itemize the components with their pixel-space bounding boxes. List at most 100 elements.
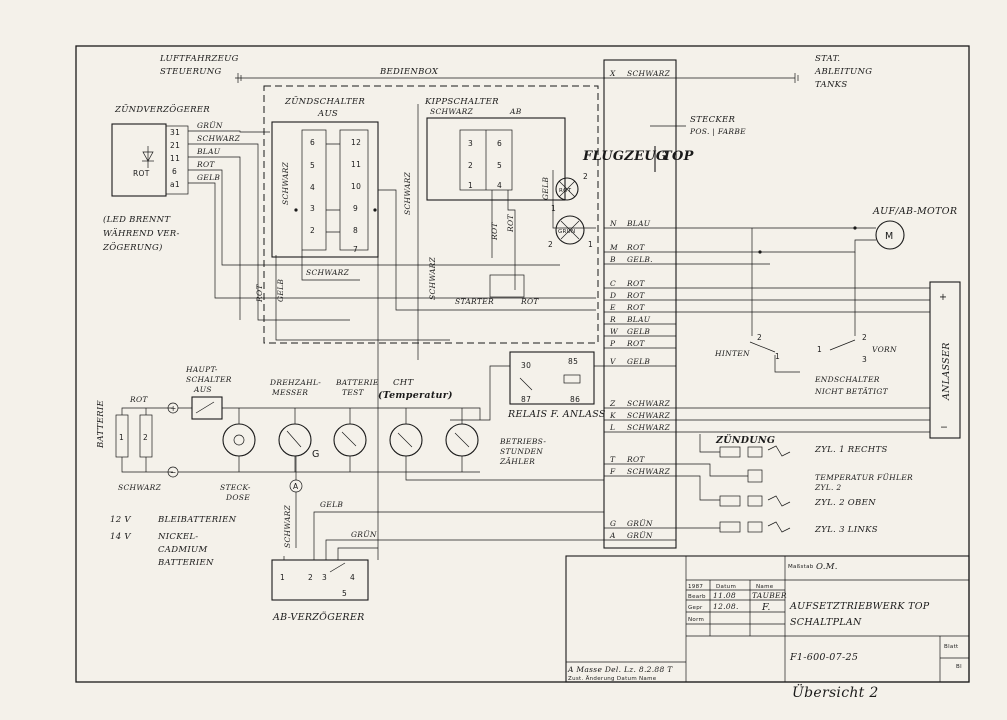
ks-pin-2: 2 [468, 161, 473, 170]
ab-pin: 3 [322, 573, 327, 582]
ks-pin-4: 4 [497, 181, 502, 190]
zv-wire-gelb: GELB [197, 173, 220, 182]
norm-label: Norm [688, 617, 704, 623]
ks-pin-3: 3 [468, 139, 473, 148]
steuerung-label: STEUERUNG [160, 67, 222, 77]
steckdose-symbol [222, 423, 256, 457]
connector-pin-pos: A [609, 531, 616, 540]
zs-pin-8: 8 [353, 226, 358, 235]
luftfahrzeug-label: LUFTFAHRZEUG [159, 54, 239, 64]
es-pin: 2 [862, 333, 867, 342]
flugzeug-label: FLUGZEUG [582, 149, 667, 164]
bearb-name: TAUBER [752, 591, 787, 600]
wire-schwarz-v1: SCHWARZ [281, 161, 290, 205]
ks-pin-6: 6 [497, 139, 502, 148]
spark-plug-group [676, 434, 791, 533]
anlasser-label: ANLASSER [941, 342, 952, 401]
kippschalter-ab: AB [509, 107, 522, 116]
zs-pin-9: 9 [353, 204, 358, 213]
svg-text:−: − [170, 468, 177, 477]
hauptschalter-1: HAUPT- [185, 365, 218, 374]
steckdose-2: DOSE [225, 493, 250, 502]
hauptschalter-3: AUS [193, 385, 212, 394]
col-name: Name [756, 584, 774, 590]
connector-pin-pos: R [609, 315, 616, 324]
starter-label: STARTER [455, 297, 494, 306]
zyl2-label: ZYL. 2 OBEN [814, 498, 876, 508]
g-label: G [312, 449, 320, 460]
zs-pin-10: 10 [351, 182, 361, 191]
blatt-label: Blatt [944, 644, 959, 650]
batt-test-1: BATTERIE [335, 378, 379, 387]
lamp-pin: 1 [588, 240, 593, 249]
lamp-rot [555, 177, 579, 201]
connector-pin-pos: D [609, 291, 616, 300]
lamp-rot-label: ROT [559, 188, 572, 194]
zs-pin-12: 12 [351, 138, 361, 147]
ubersicht-label: Übersicht 2 [792, 683, 879, 701]
revision-entry: A Masse Del. Lz. 8.2.88 T [567, 665, 673, 674]
zs-pin-3: 3 [310, 204, 315, 213]
endschalter-sub: NICHT BETÄTIGT [814, 387, 889, 396]
connector-pin-color: GRÜN [627, 519, 653, 528]
batterie-title: BATTERIE [96, 400, 106, 449]
zuendschalter-aus: AUS [317, 109, 338, 119]
kippschalter-sub: SCHWARZ [430, 107, 474, 116]
es-pin: 1 [817, 345, 822, 354]
zuendverzoegerer-title: ZÜNDVERZÖGERER [114, 103, 210, 115]
connector-pin-color: BLAU [626, 219, 651, 228]
connector-pin-color: SCHWARZ [627, 69, 671, 78]
connector-pin-color: SCHWARZ [627, 467, 671, 476]
kippschalter-title: KIPPSCHALTER [424, 97, 499, 107]
nickel-label: NICKEL- [157, 532, 198, 542]
ab-pin: 1 [280, 573, 285, 582]
zuendschalter-box [271, 121, 379, 258]
relais-box [509, 351, 595, 405]
title-block [565, 555, 970, 683]
col-datum: Datum [716, 584, 736, 590]
connector-pin-pos: F [609, 467, 616, 476]
zuendverzoegerer-box [111, 123, 167, 197]
led-note-1: (LED BRENNT [103, 214, 171, 225]
zv-pin-31: 31 [170, 128, 180, 137]
gepr-label: Gepr [688, 605, 703, 611]
lamp-gruen-label: GRÜN [558, 228, 575, 235]
es-pin: 3 [862, 355, 867, 364]
ab-schwarz: SCHWARZ [283, 504, 292, 548]
ab-pin: 4 [350, 573, 355, 582]
zs-pin-11: 11 [351, 160, 361, 169]
connector-pin-pos: V [610, 357, 617, 366]
connector-pin-color: ROT [626, 279, 645, 288]
connector-pin-color: GRÜN [627, 531, 653, 540]
ab-pin: 2 [308, 573, 313, 582]
starter-rot: ROT [520, 297, 539, 306]
blei-label: BLEIBATTERIEN [157, 515, 237, 525]
zyl3-label: ZYL. 3 LINKS [814, 525, 878, 535]
bl-label: Bl [956, 664, 962, 670]
led-label: ROT [133, 169, 150, 178]
connector-pin-color: SCHWARZ [627, 411, 671, 420]
massstab-value: O.M. [816, 562, 838, 572]
zuendschalter-title: ZÜNDSCHALTER [284, 95, 365, 107]
ground-symbol-right [794, 73, 799, 83]
bedienbox-label: BEDIENBOX [379, 67, 439, 77]
betriebs-1: BETRIEBS- [499, 437, 546, 446]
zv-pin-21: 21 [170, 141, 180, 150]
ab-pin: 5 [342, 589, 347, 598]
stat-label: STAT. [815, 54, 840, 64]
batt-schwarz: SCHWARZ [118, 483, 162, 492]
relais-pin: 86 [570, 395, 580, 404]
title-line-2: SCHALTPLAN [790, 617, 862, 628]
connector-pin-pos: T [610, 455, 616, 464]
cht-label: CHT [393, 378, 415, 388]
temp-label-2: ZYL. 2 [814, 483, 841, 492]
betriebs-2: STUNDEN [500, 447, 543, 456]
relais-pin: 85 [568, 357, 578, 366]
zs-pin-6: 6 [310, 138, 315, 147]
ground-symbol-left [237, 73, 242, 83]
a-label: A [293, 482, 299, 491]
connector-pin-pos: W [610, 327, 619, 336]
connector-pin-color: BLAU [626, 315, 651, 324]
lamp-pin: 1 [551, 204, 556, 213]
